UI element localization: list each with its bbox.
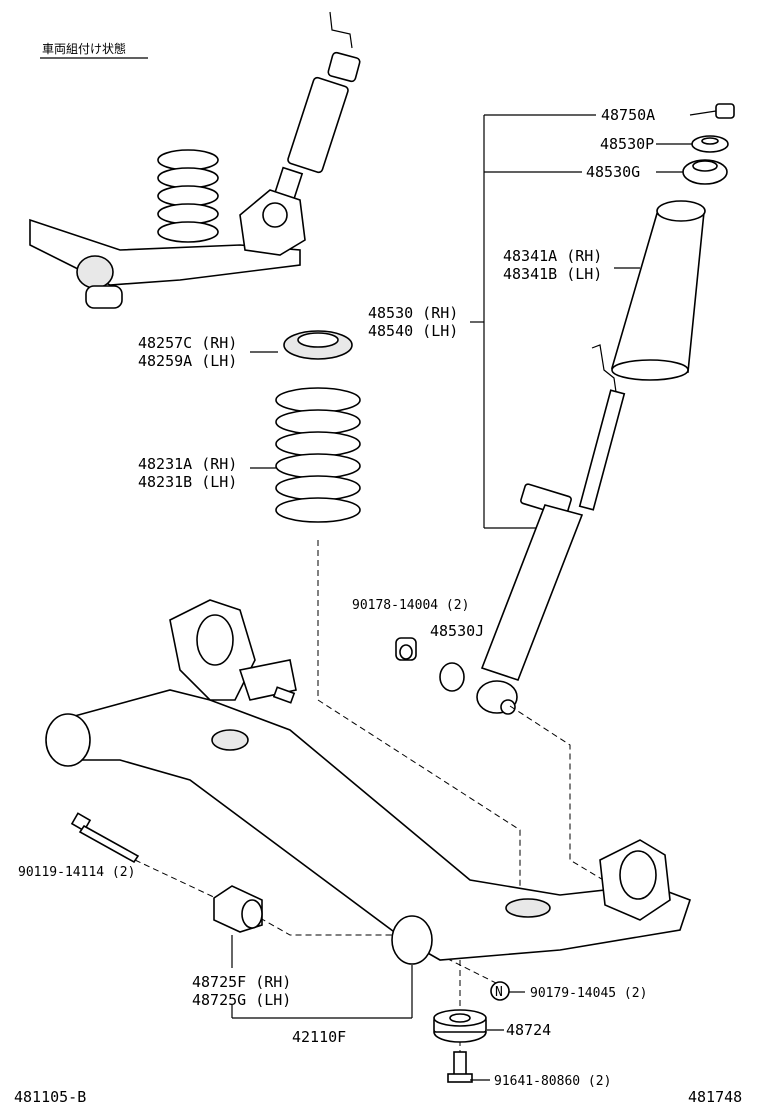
- new-part-circle: [490, 981, 510, 1001]
- label-48231A: 48231A (RH): [138, 455, 237, 473]
- label-48530J: 48530J: [430, 622, 484, 640]
- label-48540: 48540 (LH): [368, 322, 458, 340]
- label-48530P: 48530P: [600, 135, 654, 153]
- spring-seat: [250, 330, 353, 360]
- label-91641: 91641-80860 (2): [494, 1074, 611, 1089]
- label-90119: 90119-14114 (2): [18, 865, 135, 880]
- inset-caption: 車両組付け状態: [42, 41, 126, 56]
- label-48725F: 48725F (RH): [192, 973, 291, 991]
- nut-48750A: [715, 103, 735, 119]
- small-nut-washer: [395, 637, 465, 692]
- upper-mount-parts: [682, 103, 735, 185]
- label-90178: 90178-14004 (2): [352, 598, 469, 613]
- corner-code-left: 481105-B: [14, 1088, 86, 1106]
- label-48750A: 48750A: [601, 106, 655, 124]
- label-48530G: 48530G: [586, 163, 640, 181]
- dust-boot: [610, 200, 706, 381]
- label-42110F: 42110F: [292, 1028, 346, 1046]
- label-90179: 90179-14045 (2): [530, 986, 647, 1001]
- label-48257C: 48257C (RH): [138, 334, 237, 352]
- beam-bushing-left: [45, 713, 91, 767]
- label-48231B: 48231B (LH): [138, 473, 237, 491]
- part-labels: 48750A 48530P 48530G 48341A (RH) 48341B …: [14, 106, 742, 1106]
- bushing-48725: [213, 885, 263, 933]
- bolt-90119: [70, 812, 140, 864]
- label-48530: 48530 (RH): [368, 304, 458, 322]
- label-48341B: 48341B (LH): [503, 265, 602, 283]
- label-48259A: 48259A (LH): [138, 352, 237, 370]
- beam-bushing-right: [391, 915, 433, 965]
- inset-assembled-view: 車両組付け状態: [29, 11, 361, 309]
- label-48724: 48724: [506, 1021, 551, 1039]
- shock-absorber: [476, 344, 626, 715]
- part-leaders: [231, 935, 525, 1081]
- circle-n-label: N: [495, 985, 503, 1000]
- label-48341A: 48341A (RH): [503, 247, 602, 265]
- axle-beam: [45, 599, 692, 965]
- label-48725G: 48725G (LH): [192, 991, 291, 1009]
- inset-spring: [157, 149, 219, 243]
- corner-code-right: 481748: [688, 1088, 742, 1106]
- lower-mount: N: [433, 981, 510, 1083]
- coil-spring: [250, 387, 361, 523]
